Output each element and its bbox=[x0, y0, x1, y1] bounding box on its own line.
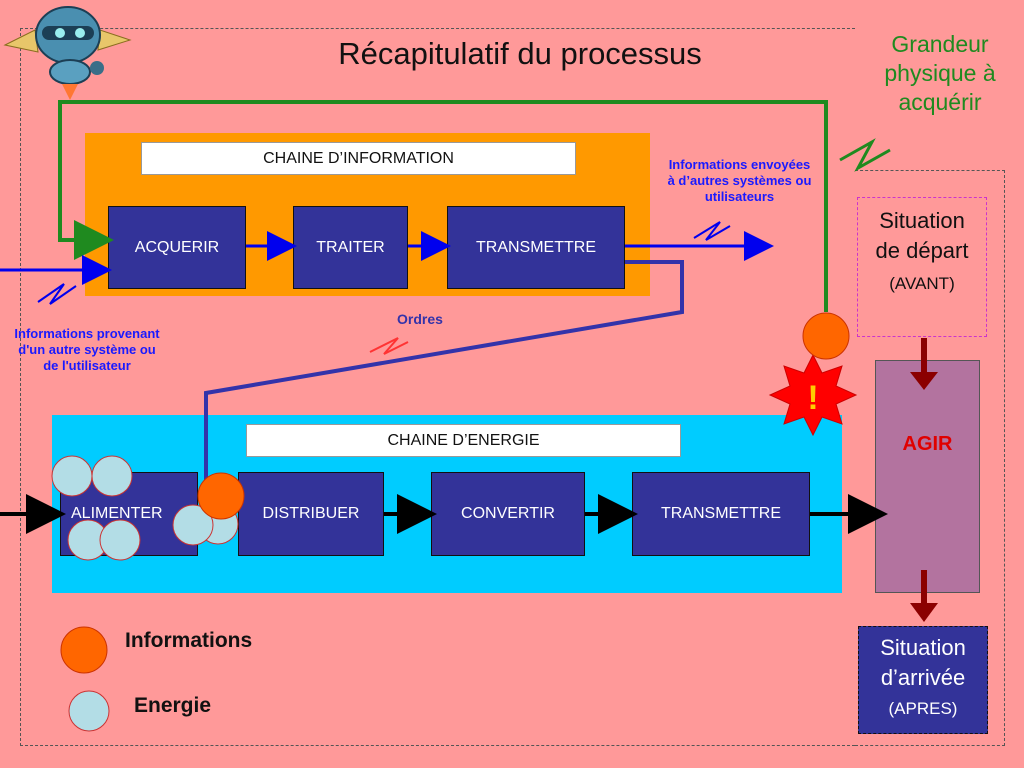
block-distribuer: DISTRIBUER bbox=[238, 472, 384, 556]
arrow-depart-agir bbox=[910, 372, 938, 390]
info-token bbox=[802, 312, 850, 360]
agir-box: AGIR bbox=[875, 360, 980, 593]
lightning-ordres-icon bbox=[369, 337, 409, 355]
lightning-green-icon bbox=[839, 138, 891, 172]
energy-chain-label: CHAINE D’ENERGIE bbox=[246, 424, 681, 457]
page-title: Récapitulatif du processus bbox=[338, 36, 702, 71]
ordres-line bbox=[204, 260, 684, 492]
block-acquerir: ACQUERIR bbox=[108, 206, 246, 289]
block-transmettre-info: TRANSMETTRE bbox=[447, 206, 625, 289]
warning-star-icon bbox=[768, 353, 858, 437]
agir-label: AGIR bbox=[902, 433, 953, 455]
arrow-agir-arrivee bbox=[910, 603, 938, 622]
legend-energy-swatch bbox=[68, 690, 110, 732]
energy-token bbox=[51, 455, 93, 497]
right-frame bbox=[855, 170, 1005, 746]
robot-mascot-icon bbox=[3, 6, 132, 100]
situation-arrivee-box: Situation d’arrivée (APRES) bbox=[858, 626, 988, 734]
information-chain-label: CHAINE D’INFORMATION bbox=[141, 142, 576, 175]
energy-token bbox=[91, 455, 133, 497]
note-info-in: Informations provenant d'un autre systèm… bbox=[14, 326, 160, 373]
note-info-out: Informations envoyées à d’autres système… bbox=[667, 157, 812, 204]
ordres-label: Ordres bbox=[397, 311, 443, 327]
energy-token bbox=[99, 519, 141, 561]
main-frame bbox=[20, 28, 855, 746]
info-token bbox=[197, 472, 245, 520]
legend-informations-label: Informations bbox=[125, 629, 253, 652]
green-feedback-line bbox=[58, 100, 828, 312]
legend-energie-label: Energie bbox=[134, 694, 212, 717]
lightning-info-in-icon bbox=[37, 283, 77, 305]
energy-token bbox=[172, 504, 214, 546]
legend-information-swatch bbox=[60, 626, 108, 674]
situation-depart-box: Situation de départ (AVANT) bbox=[857, 197, 987, 337]
grandeur-label: Grandeur physique à acquérir bbox=[884, 31, 996, 115]
lightning-info-out-icon bbox=[693, 221, 731, 241]
warning-mark: ! bbox=[807, 379, 818, 417]
block-transmettre-energie: TRANSMETTRE bbox=[632, 472, 810, 556]
